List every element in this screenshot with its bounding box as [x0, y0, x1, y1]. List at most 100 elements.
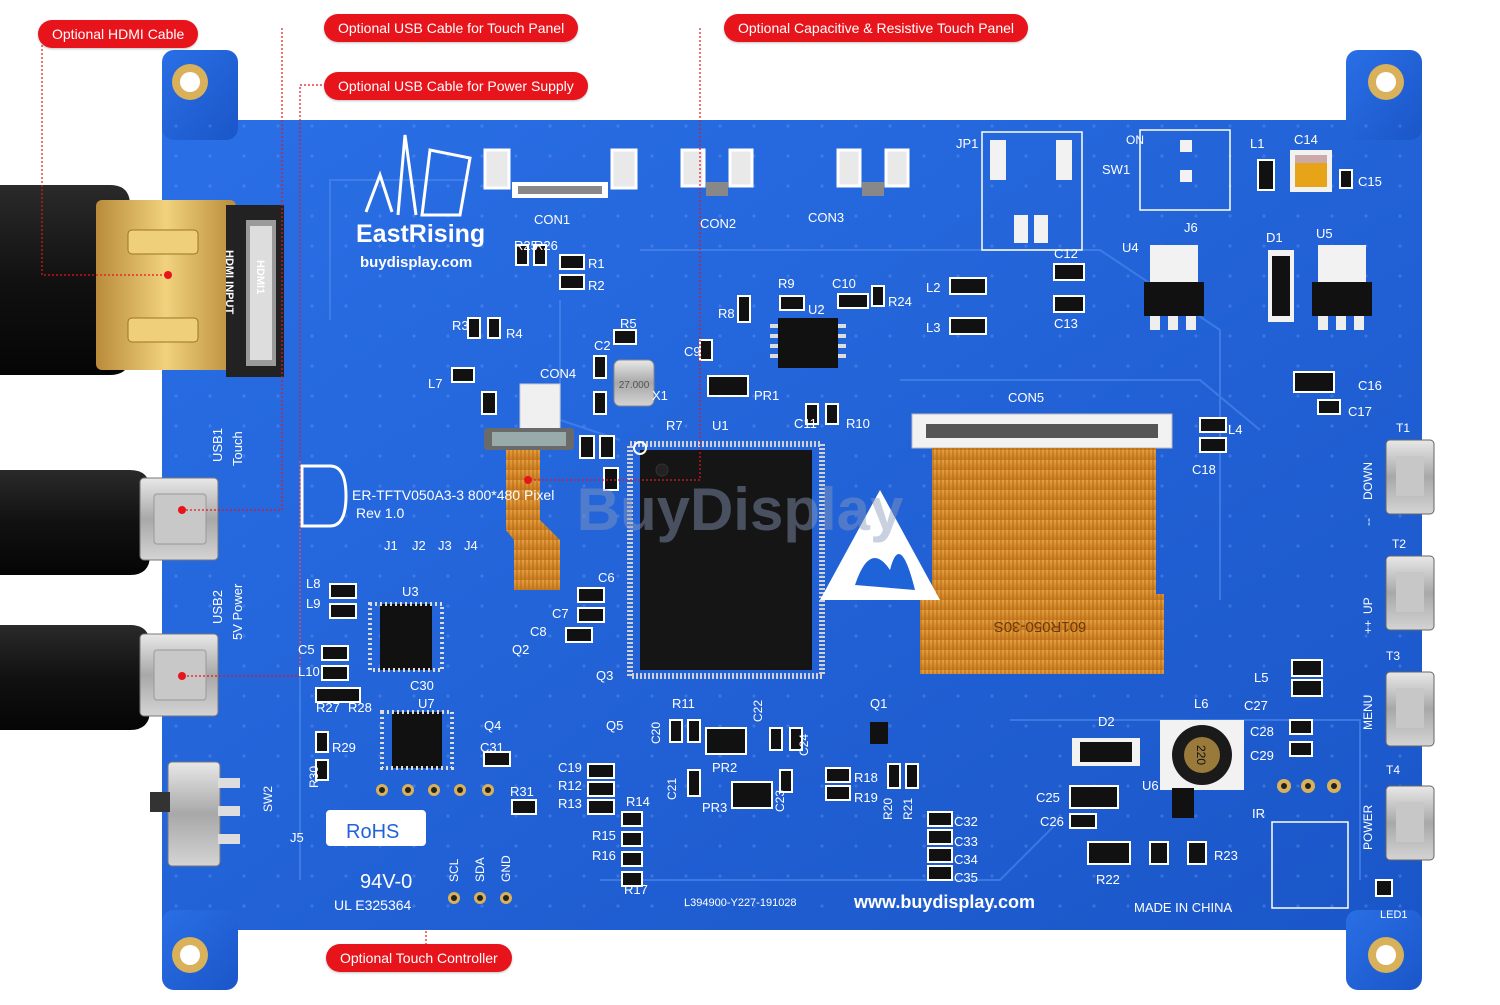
designator: X1 — [652, 388, 668, 403]
designator: R27 — [316, 700, 340, 715]
designator: C10 — [832, 276, 856, 291]
designator: R17 — [624, 882, 648, 897]
designator: C16 — [1358, 378, 1382, 393]
crystal-marking: 27.000 — [619, 380, 650, 391]
designator: U6 — [1142, 778, 1159, 793]
smd-components — [315, 159, 1393, 897]
designator: J4 — [464, 538, 478, 553]
designator: C21 — [665, 778, 679, 800]
brand-name: EastRising — [356, 220, 485, 248]
designator: R8 — [718, 306, 735, 321]
callout-hdmi-cable: Optional HDMI Cable — [38, 20, 199, 48]
diode-d1 — [1268, 250, 1294, 322]
designator: R16 — [592, 848, 616, 863]
designator: C17 — [1348, 404, 1372, 419]
usb1-label: USB1 — [210, 428, 225, 462]
button-t1-id: T1 — [1396, 421, 1410, 435]
designator: R26 — [534, 238, 558, 253]
designator: Q3 — [596, 668, 613, 683]
designator: C6 — [598, 570, 615, 585]
designator: L3 — [926, 320, 940, 335]
callout-dots — [164, 271, 532, 680]
button-t4-id: T4 — [1386, 763, 1400, 777]
jp1-jumper — [981, 131, 1083, 251]
inductor-marking: 220 — [1194, 745, 1208, 765]
designator: C27 — [1244, 698, 1268, 713]
designator: C2 — [594, 338, 611, 353]
designator: C7 — [552, 606, 569, 621]
designator: Q2 — [512, 642, 529, 657]
designator: R5 — [620, 316, 637, 331]
chip-u7 — [380, 710, 454, 770]
q1-transistor — [870, 722, 888, 744]
designator: C13 — [1054, 316, 1078, 331]
designator: L1 — [1250, 136, 1264, 151]
designator: U2 — [808, 302, 825, 317]
designator: R13 — [558, 796, 582, 811]
designator: C35 — [954, 870, 978, 885]
usb2-sublabel: 5V Power — [230, 583, 245, 640]
button-t2-id: T2 — [1392, 537, 1406, 551]
fpc-marking: 601R050-30S — [994, 618, 1087, 635]
designator: U1 — [712, 418, 729, 433]
designator: C15 — [1358, 174, 1382, 189]
designator: U5 — [1316, 226, 1333, 241]
designator: L9 — [306, 596, 320, 611]
mounting-hole — [172, 64, 1404, 973]
designator: C33 — [954, 834, 978, 849]
designator: R31 — [510, 784, 534, 799]
slide-switch-sw2 — [150, 761, 240, 867]
designator: J1 — [384, 538, 398, 553]
con3-connector — [836, 148, 910, 196]
designator: R9 — [778, 276, 795, 291]
designator: L5 — [1254, 670, 1268, 685]
designator: L7 — [428, 376, 442, 391]
designator: U3 — [402, 584, 419, 599]
designator: C12 — [1054, 246, 1078, 261]
inductor-l6: 220 — [1160, 720, 1244, 790]
designator: L8 — [306, 576, 320, 591]
tactile-buttons — [1385, 439, 1435, 861]
button-menu-label: MENU — [1361, 695, 1375, 730]
led-label: LED1 — [1380, 909, 1408, 921]
designator: R23 — [1214, 848, 1238, 863]
designator: C20 — [649, 722, 663, 744]
designator: R11 — [672, 696, 695, 711]
brand-website: buydisplay.com — [360, 254, 472, 271]
regulator-u4 — [1144, 245, 1204, 330]
con4-connector — [484, 383, 574, 590]
callout-touch-panel: Optional Capacitive & Resistive Touch Pa… — [724, 14, 1029, 42]
chip-u2 — [770, 318, 846, 368]
designator: J2 — [412, 538, 426, 553]
designator: CON2 — [700, 216, 736, 231]
designator: C11 — [794, 416, 817, 431]
designator: Q5 — [606, 718, 623, 733]
designator: R25 — [514, 238, 538, 253]
designator: R7 — [666, 418, 683, 433]
designator: C18 — [1192, 462, 1216, 477]
callout-touch-controller: Optional Touch Controller — [326, 944, 512, 972]
designator: L6 — [1194, 696, 1208, 711]
regulator-u5 — [1312, 245, 1372, 330]
designator: R22 — [1096, 872, 1120, 887]
designator: C22 — [751, 700, 765, 722]
designator: D1 — [1266, 230, 1283, 245]
designator: CON1 — [534, 212, 570, 227]
designator: C9 — [684, 344, 701, 359]
designator: L2 — [926, 280, 940, 295]
watermark: BuyDisplay — [577, 476, 904, 543]
designator: R19 — [854, 790, 878, 805]
ir-label: IR — [1252, 806, 1265, 821]
designator: R18 — [854, 770, 878, 785]
designator: CON5 — [1008, 390, 1044, 405]
designator: R1 — [588, 256, 605, 271]
designator: PR2 — [712, 760, 737, 775]
button-power-label: POWER — [1361, 804, 1375, 850]
flammability-rating: 94V-0 — [360, 871, 412, 893]
designator: C8 — [530, 624, 547, 639]
hdmi-cable — [0, 185, 284, 377]
callout-usb-power: Optional USB Cable for Power Supply — [324, 72, 588, 100]
sw1-switch-outline — [1139, 129, 1231, 211]
designator: J3 — [438, 538, 452, 553]
designator: L4 — [1228, 422, 1242, 437]
